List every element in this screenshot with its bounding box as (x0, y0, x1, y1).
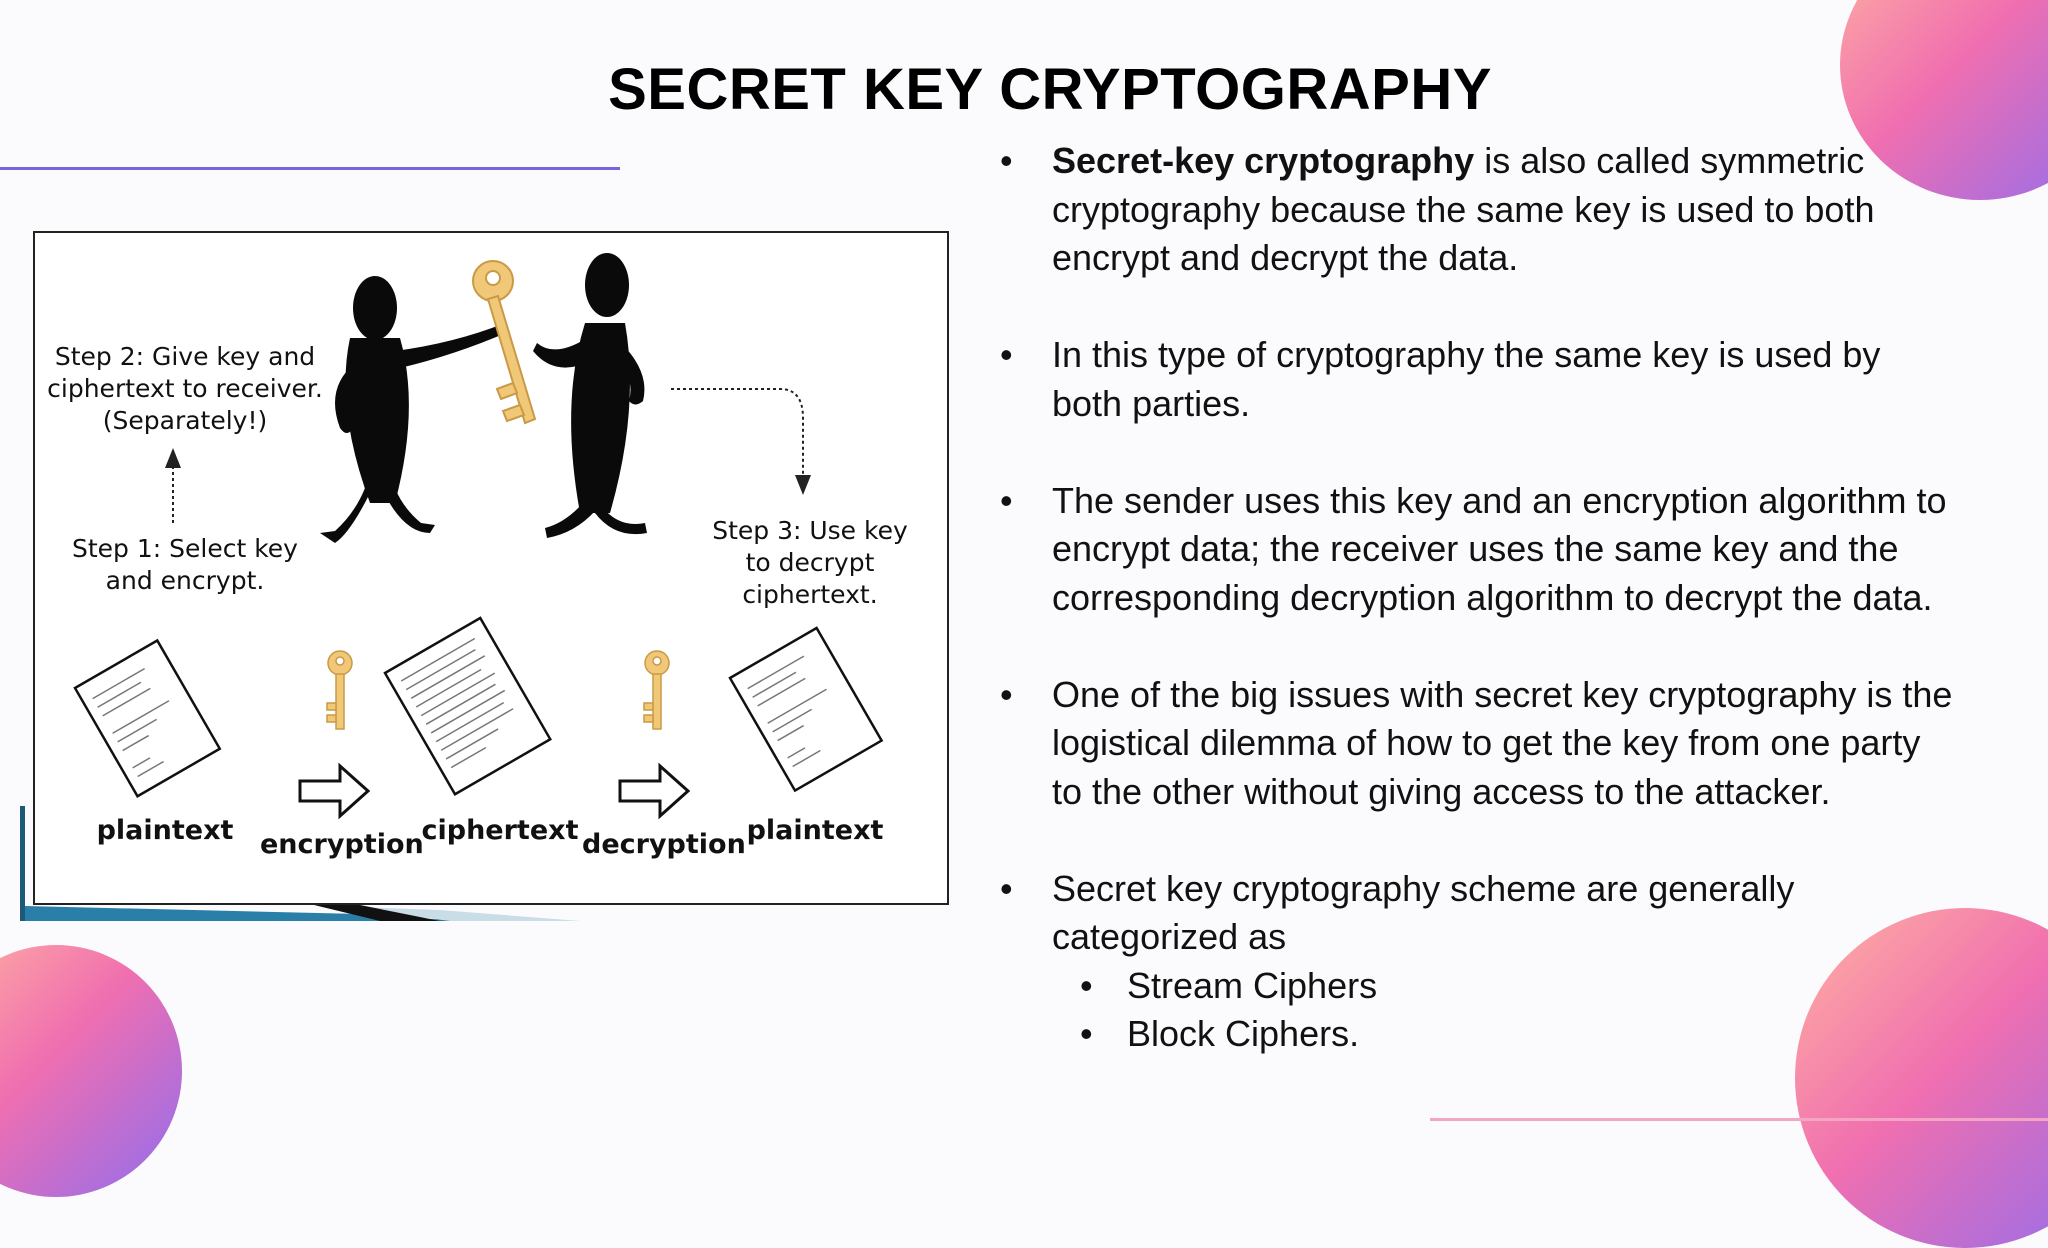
figure-frame-accent (20, 806, 580, 921)
step3-line3: ciphertext. (742, 580, 878, 609)
slide-title: SECRET KEY CRYPTOGRAPHY (608, 57, 1492, 122)
arrow-right-icon-decrypt (618, 762, 691, 820)
step1-line2: and encrypt. (105, 566, 265, 595)
bullet-dot: • (1080, 1013, 1093, 1054)
bullet-text: is also called symmetric cryptography be… (1052, 140, 1875, 278)
step2-line2: ciphertext to receiver. (47, 374, 323, 403)
plaintext-document-icon (73, 638, 222, 798)
bullet-dot: • (1000, 673, 1013, 715)
sub-bullet-text: Stream Ciphers (1127, 964, 1378, 1006)
bullet-text: One of the big issues with secret key cr… (1052, 673, 1953, 812)
step1-text: Step 1: Select key and encrypt. (55, 533, 315, 597)
key-icon-decrypt (643, 650, 670, 730)
bullet-dot: • (1000, 867, 1013, 909)
caption-encryption: encryption (260, 829, 424, 860)
person-right-figure (533, 253, 647, 538)
caption-ciphertext: ciphertext (421, 815, 579, 846)
sub-bullet-text: Block Ciphers. (1127, 1013, 1360, 1054)
step3-line1: Step 3: Use key (712, 516, 908, 545)
sub-bullet-item: • Stream Ciphers (1000, 962, 1960, 1011)
accent-line-right (1430, 1118, 2048, 1121)
bullet-bold-term: Secret-key cryptography (1052, 140, 1475, 181)
bullet-item: • Secret-key cryptography is also called… (1000, 137, 1960, 283)
step3-line2: to decrypt (745, 548, 875, 577)
caption-decryption: decryption (582, 829, 746, 860)
arrow-up-icon (165, 448, 181, 468)
arrow-down-icon (795, 475, 811, 495)
bullet-item: • In this type of cryptography the same … (1000, 331, 1960, 428)
key-icon-large (472, 260, 537, 425)
caption-plaintext-left: plaintext (96, 815, 234, 846)
step2-line1: Step 2: Give key and (54, 342, 316, 371)
step3-text: Step 3: Use key to decrypt ciphertext. (700, 515, 920, 611)
bullet-dot: • (1080, 964, 1093, 1006)
decorative-circle-bottom-left (0, 945, 182, 1197)
bullet-text: Secret key cryptography scheme are gener… (1052, 867, 1795, 958)
sub-bullet-item: • Block Ciphers. (1000, 1010, 1960, 1059)
ciphertext-document-icon (383, 616, 552, 796)
person-left-figure (320, 276, 508, 543)
bullet-dot: • (1000, 334, 1013, 375)
step2-text: Step 2: Give key and ciphertext to recei… (35, 341, 335, 437)
step1-line1: Step 1: Select key (72, 534, 298, 563)
accent-line-left (0, 167, 620, 170)
bullet-dot: • (1000, 479, 1013, 521)
bullet-text: In this type of cryptography the same ke… (1052, 334, 1881, 424)
bullet-text: The sender uses this key and an encrypti… (1052, 479, 1947, 618)
plaintext-document-icon-right (728, 626, 884, 793)
bullet-dot: • (1000, 140, 1013, 181)
bullet-item: • One of the big issues with secret key … (1000, 671, 1960, 817)
step2-line3: (Separately!) (102, 406, 268, 435)
key-icon-encrypt (326, 650, 353, 730)
cryptography-diagram: Step 2: Give key and ciphertext to recei… (33, 231, 949, 905)
bullet-item: • Secret key cryptography scheme are gen… (1000, 865, 1960, 962)
bullet-list: • Secret-key cryptography is also called… (1000, 137, 1960, 1059)
bullet-item: • The sender uses this key and an encryp… (1000, 477, 1960, 623)
arrow-right-icon-encrypt (298, 762, 371, 820)
caption-plaintext-right: plaintext (746, 815, 884, 846)
dotted-arrows (172, 388, 804, 523)
